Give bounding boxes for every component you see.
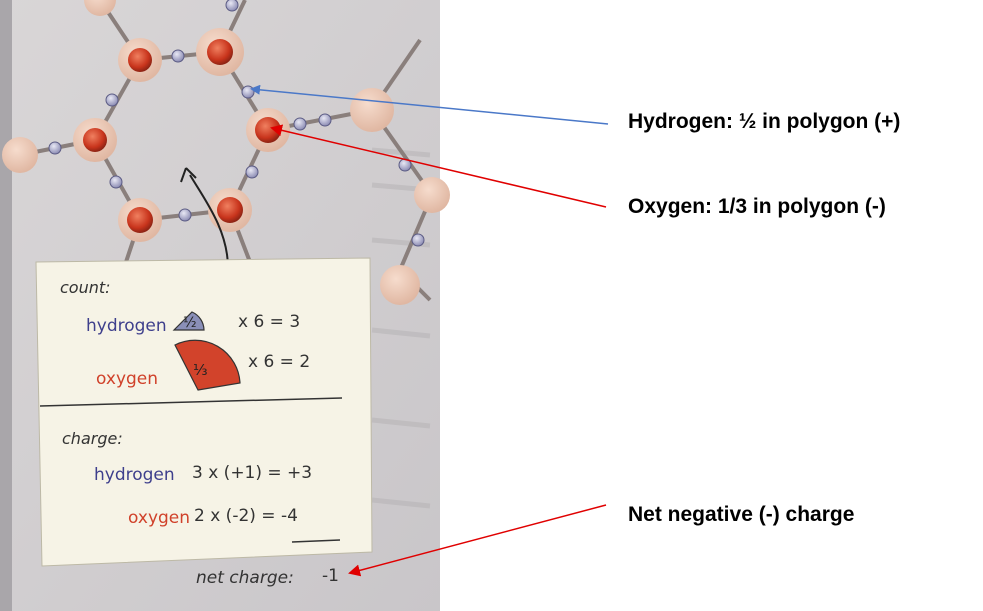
count-oxygen-label: oxygen (96, 369, 158, 389)
half-atom-icon (172, 311, 205, 331)
hydrogen-annotation: Hydrogen: ½ in polygon (+) (628, 110, 901, 133)
charge-oxygen-expression: 2 x (-2) = -4 (194, 506, 298, 526)
page-edge (0, 0, 12, 611)
third-atom-icon (174, 339, 241, 391)
oxygen-pointer-arrow (270, 124, 607, 208)
net-charge-value: -1 (322, 566, 339, 586)
count-hydrogen-expression: x 6 = 3 (238, 312, 300, 332)
net-charge-label: net charge: (196, 568, 294, 588)
count-oxygen-expression: x 6 = 2 (248, 352, 310, 372)
hydrogen-fraction: ½ (183, 315, 197, 331)
card-divider (39, 397, 343, 407)
ice-lattice (2, 0, 450, 305)
charge-hydrogen-expression: 3 x (+1) = +3 (192, 463, 312, 483)
count-heading: count: (60, 278, 111, 297)
oxygen-fraction: ⅓ (193, 361, 208, 379)
hydrogen-pointer-arrow (250, 84, 609, 125)
calculation-card: count: hydrogen ½ x 6 = 3 oxygen ⅓ x 6 =… (35, 257, 373, 588)
count-hydrogen-label: hydrogen (86, 316, 167, 336)
sum-line (291, 539, 341, 543)
net-charge-annotation: Net negative (-) charge (628, 503, 855, 526)
charge-heading: charge: (62, 429, 123, 448)
net-charge-pointer-arrow (348, 504, 607, 577)
charge-hydrogen-label: hydrogen (94, 465, 175, 485)
oxygen-annotation: Oxygen: 1/3 in polygon (-) (628, 195, 886, 218)
charge-oxygen-label: oxygen (128, 508, 190, 528)
